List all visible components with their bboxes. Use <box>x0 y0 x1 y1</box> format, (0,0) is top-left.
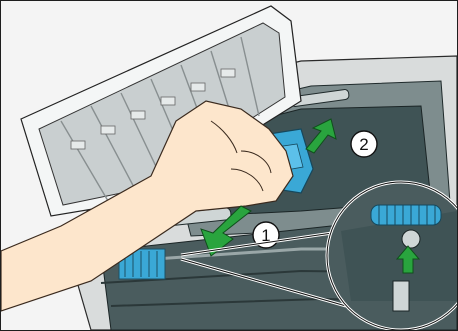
step-2-marker: 2 <box>351 131 377 157</box>
roller-gear <box>371 205 441 225</box>
step-2-label: 2 <box>359 135 368 154</box>
magnified-detail <box>327 182 457 330</box>
